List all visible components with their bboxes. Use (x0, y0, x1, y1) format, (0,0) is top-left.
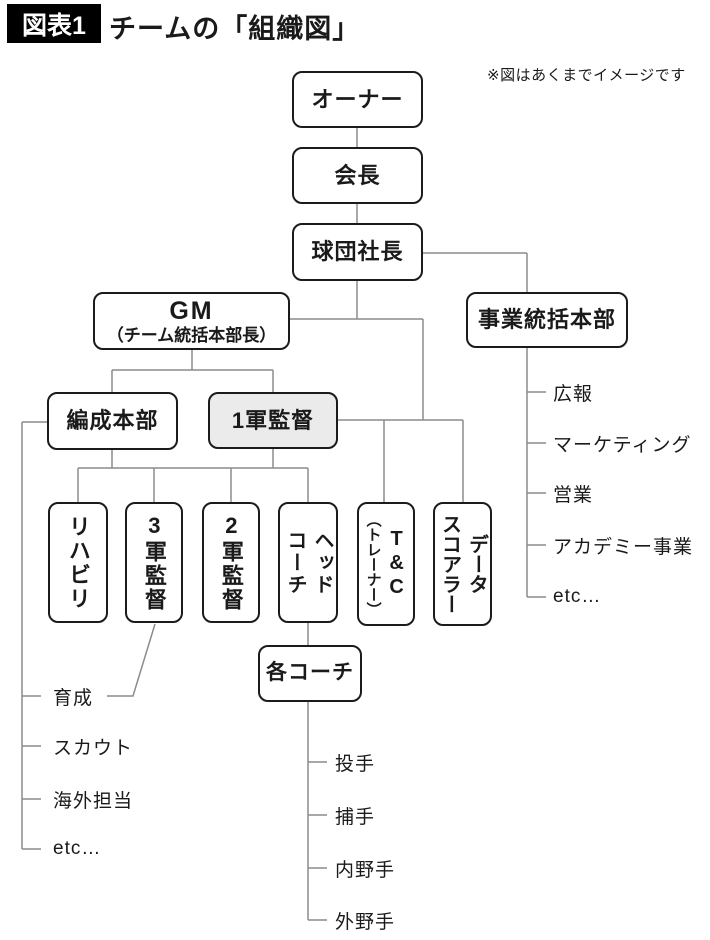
head-coach-label-col2: コーチ (284, 529, 306, 596)
second-team-manager-label: 2軍監督 (218, 513, 244, 612)
node-each-coach: 各コーチ (258, 645, 362, 702)
node-second-team-manager: 2軍監督 (202, 502, 260, 623)
third-team-manager-label: 3軍監督 (141, 513, 167, 612)
node-chairman: 会長 (292, 147, 423, 204)
leaf-marketing: マーケティング (553, 434, 692, 456)
node-first-team-manager: 1軍監督 (208, 392, 338, 449)
node-gm: GM （チーム統括本部長） (93, 292, 290, 350)
data-scorer-label-col1: データ (465, 534, 488, 594)
node-owner: オーナー (292, 71, 423, 128)
leaf-sales: 営業 (553, 484, 594, 506)
data-scorer-label-col2: スコアラー (438, 514, 461, 614)
leaf-pr: 広報 (553, 383, 594, 405)
leaf-overseas: 海外担当 (53, 790, 134, 812)
leaf-scout: スカウト (53, 737, 134, 759)
leaf-academy: アカデミー事業 (553, 536, 694, 558)
gm-subtitle: （チーム統括本部長） (106, 325, 277, 345)
leaf-outfielder: 外野手 (335, 911, 396, 933)
leaf-catcher: 捕手 (335, 806, 376, 828)
node-head-coach: ヘッド コーチ (278, 502, 338, 623)
leaf-development: 育成 (53, 687, 94, 709)
figure-badge: 図表1 (7, 4, 101, 43)
tc-label: T&C (385, 528, 408, 600)
page-title: チームの「組織図」 (109, 14, 361, 44)
leaf-infielder: 内野手 (335, 859, 396, 881)
leaf-roster-etc: etc… (53, 838, 102, 859)
node-third-team-manager: 3軍監督 (125, 502, 183, 623)
leaf-pitcher: 投手 (335, 753, 376, 775)
trainer-label: （トレーナー） (364, 511, 382, 617)
node-tc-trainer: T&C （トレーナー） (357, 502, 415, 626)
head-coach-label-col1: ヘッド (311, 529, 333, 596)
rehab-label: リハビリ (65, 514, 91, 611)
gm-title: GM (169, 296, 214, 325)
node-business-hq: 事業統括本部 (466, 292, 628, 348)
node-club-president: 球団社長 (292, 223, 423, 281)
node-data-scorer: データ スコアラー (433, 502, 492, 626)
node-rehab: リハビリ (48, 502, 108, 623)
node-roster-hq: 編成本部 (47, 392, 178, 450)
disclaimer-note: ※図はあくまでイメージです (487, 67, 686, 84)
leaf-business-etc: etc… (553, 586, 602, 607)
